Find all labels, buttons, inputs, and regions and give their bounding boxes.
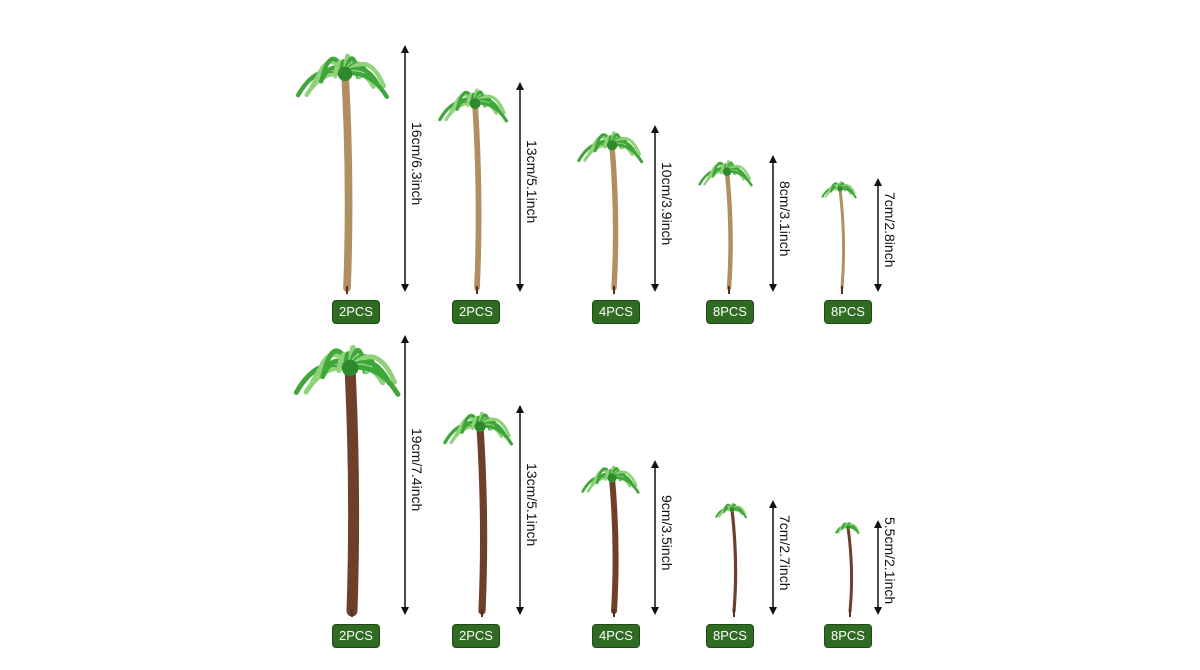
palm-trunk xyxy=(609,142,619,291)
quantity-badge: 2PCS xyxy=(452,300,500,324)
quantity-badge: 4PCS xyxy=(592,300,640,324)
size-label: 7cm/2.7inch xyxy=(777,514,793,591)
size-label: 10cm/3.9inch xyxy=(659,161,675,245)
palm-trunk xyxy=(846,525,854,613)
quantity-badge: 8PCS xyxy=(706,300,754,324)
size-label: 8cm/3.1inch xyxy=(777,180,793,257)
arrow-head-down xyxy=(651,284,659,292)
arrow-head-up xyxy=(769,155,777,163)
arrow-head-down xyxy=(516,284,524,292)
arrow-head-down xyxy=(769,607,777,615)
arrow-head-up xyxy=(651,125,659,133)
palm-trunk xyxy=(730,508,738,613)
quantity-badge: 8PCS xyxy=(824,300,872,324)
palm-crown-center xyxy=(837,186,843,192)
size-label: 5.5cm/2.1inch xyxy=(882,516,898,604)
arrow-head-up xyxy=(874,520,882,528)
arrow-head-up xyxy=(874,178,882,186)
palm-crown-center xyxy=(606,140,618,151)
palm-crown-center xyxy=(474,421,486,432)
size-label: 9cm/3.5inch xyxy=(659,494,675,571)
arrow-head-up xyxy=(651,460,659,468)
palm-crown-center xyxy=(729,507,735,512)
arrow-head-down xyxy=(769,284,777,292)
size-label: 16cm/6.3inch xyxy=(409,121,425,205)
size-label: 13cm/5.1inch xyxy=(524,140,540,224)
palm-trunk xyxy=(476,423,488,615)
palm-crown-center xyxy=(722,167,732,176)
palm-crown-center xyxy=(469,98,481,109)
arrow-head-down xyxy=(401,607,409,615)
arrow-head-down xyxy=(516,607,524,615)
arrow-head-up xyxy=(516,405,524,413)
size-label: 7cm/2.8inch xyxy=(882,192,898,268)
palm-crown-center xyxy=(607,473,617,483)
quantity-badge: 2PCS xyxy=(332,300,380,324)
palm-trunk xyxy=(341,69,353,292)
palm-crown-center xyxy=(846,525,850,529)
palm-trunk xyxy=(724,169,733,291)
arrow-head-down xyxy=(874,284,882,292)
arrow-head-down xyxy=(401,284,409,292)
quantity-badge: 8PCS xyxy=(824,624,872,648)
arrow-head-down xyxy=(651,607,659,615)
arrow-head-up xyxy=(401,335,409,343)
arrow-head-up xyxy=(769,500,777,508)
size-label: 19cm/7.4inch xyxy=(409,428,425,512)
palm-trunk xyxy=(838,187,846,290)
arrow-head-up xyxy=(401,45,409,53)
arrow-head-down xyxy=(874,607,882,615)
quantity-badge: 4PCS xyxy=(592,624,640,648)
palm-trunk xyxy=(472,100,482,291)
quantity-badge: 2PCS xyxy=(332,624,380,648)
palm-crown-center xyxy=(337,66,353,82)
size-label: 13cm/5.1inch xyxy=(524,463,540,547)
palm-trunk xyxy=(609,475,619,614)
arrow-head-up xyxy=(516,82,524,90)
palm-crown-center xyxy=(341,359,359,377)
quantity-badge: 8PCS xyxy=(706,624,754,648)
quantity-badge: 2PCS xyxy=(452,624,500,648)
palm-trunk xyxy=(344,362,360,617)
